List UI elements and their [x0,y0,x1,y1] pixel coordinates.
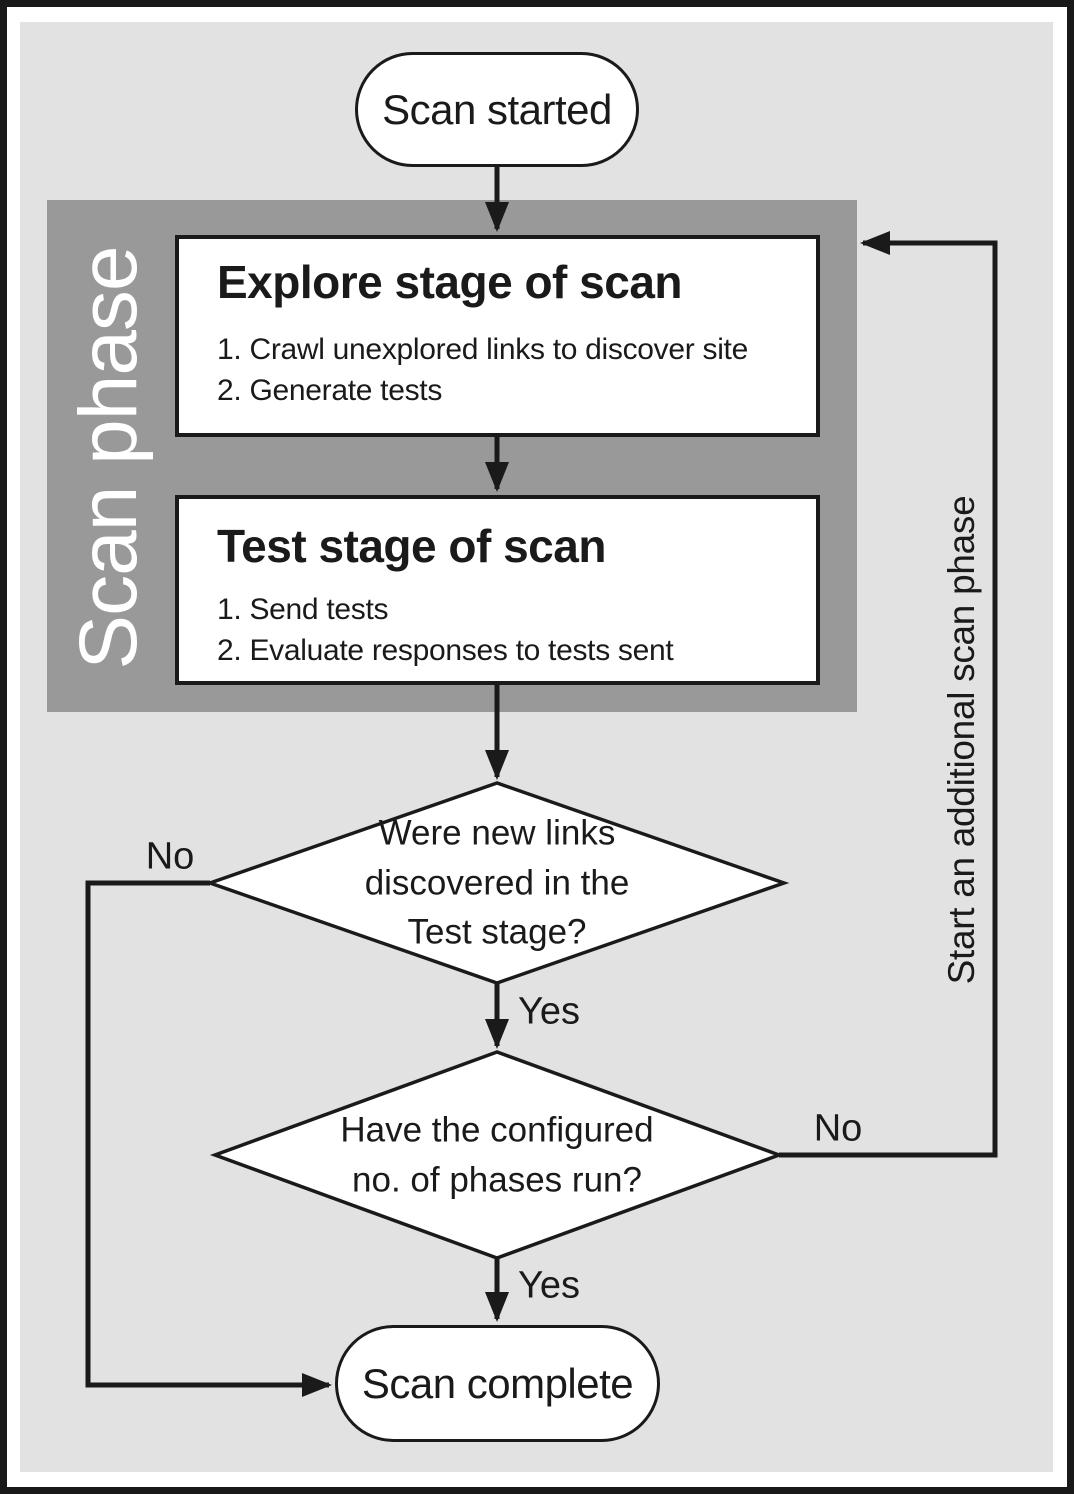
arrow-feedback-to-scan-phase [779,231,998,1158]
start-node: Scan started [355,52,639,167]
label-new-links-yes: Yes [518,990,580,1033]
decision-new-links-shape [204,781,790,985]
decision-phases-line-2: no. of phases run? [352,1160,642,1199]
feedback-edge-label: Start an additional scan phase [941,495,982,985]
label-new-links-no: No [145,835,195,878]
explore-step-1: 1. Crawl unexplored links to discover si… [217,333,748,366]
decision-new-links-line-3: Test stage? [407,912,587,952]
start-node-label: Scan started [382,85,612,133]
test-stage-box: Test stage of scan 1. Send tests 2. Eval… [175,495,820,685]
explore-stage-title: Explore stage of scan [217,256,683,308]
explore-step-2: 2. Generate tests [217,374,443,408]
arrow-no-links-to-complete [85,880,332,1397]
decision-new-links-line-2: discovered in the [364,863,630,903]
decision-new-links-line-1: Were new links [378,813,616,853]
decision-phases-text: Have the configured no. of phases run? [252,1105,742,1204]
test-step-2: 2. Evaluate responses to tests sent [217,634,674,668]
end-node: Scan complete [335,1325,660,1442]
scan-phase-label: Scan phase [63,246,154,670]
label-phases-no: No [813,1107,863,1150]
test-step-1: 1. Send tests [217,593,389,626]
decision-phases-line-1: Have the configured [340,1110,654,1150]
label-phases-yes: Yes [518,1264,580,1307]
test-stage-title: Test stage of scan [217,520,606,572]
decision-new-links-text: Were new links discovered in the Test st… [252,808,742,957]
decision-phases-shape [209,1050,785,1260]
end-node-label: Scan complete [361,1359,634,1407]
explore-stage-box: Explore stage of scan 1. Crawl unexplore… [175,235,820,437]
